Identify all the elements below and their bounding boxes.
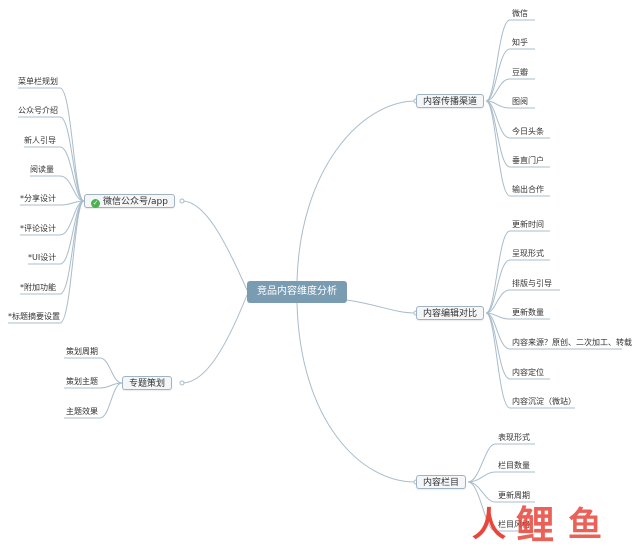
- leaf-edit-5: 内容来源？原创、二次加工、转载: [512, 338, 632, 347]
- connector-central-channel: [296, 100, 416, 282]
- branch-special-planning[interactable]: 专题策划: [122, 376, 173, 390]
- checkmark-icon: ✓: [91, 199, 100, 208]
- leaf-channel-7: 输出合作: [512, 185, 544, 194]
- leaf-column-2: 栏目数量: [498, 461, 530, 470]
- branch-content-channel[interactable]: 内容传播渠道: [416, 94, 485, 108]
- leaf-wechat-9: *标题摘要设置: [8, 312, 60, 321]
- leaf-channel-3: 豆瓣: [512, 68, 528, 77]
- connector-central-column: [296, 302, 416, 483]
- central-topic[interactable]: 竞品内容维度分析: [247, 281, 347, 303]
- leaf-edit-4: 更新数量: [512, 308, 544, 317]
- leaf-wechat-7: *UI设计: [28, 253, 57, 262]
- connectors-column: [467, 443, 535, 532]
- leaf-wechat-3: 新人引导: [24, 136, 56, 145]
- leaf-edit-3: 排版与引导: [512, 279, 552, 288]
- leaf-edit-7: 内容沉淀（微站）: [512, 397, 576, 406]
- leaf-channel-5: 今日头条: [512, 127, 544, 136]
- connector-central-special: [182, 294, 248, 384]
- watermark-char-2: 鲤: [516, 503, 555, 547]
- leaf-channel-4: 图阅: [512, 97, 528, 106]
- leaf-channel-1: 微信: [512, 9, 528, 18]
- branch-content-column[interactable]: 内容栏目: [416, 475, 467, 489]
- leaf-special-2: 策划主题: [66, 377, 98, 386]
- branch-wechat-label: 微信公众号/app: [103, 197, 168, 207]
- leaf-wechat-6: *评论设计: [20, 224, 56, 233]
- leaf-edit-2: 呈现形式: [512, 249, 544, 258]
- leaf-column-3: 更新周期: [498, 491, 530, 500]
- leaf-special-1: 策划周期: [66, 347, 98, 356]
- leaf-special-3: 主题效果: [66, 407, 98, 416]
- leaf-wechat-2: 公众号介绍: [18, 106, 58, 115]
- watermark-char-3: 鱼: [568, 505, 602, 545]
- connector-central-edit: [346, 299, 416, 314]
- leaf-wechat-4: 阅读量: [30, 165, 54, 174]
- leaf-column-1: 表现形式: [498, 433, 530, 442]
- leaf-edit-1: 更新时间: [512, 220, 544, 229]
- leaf-column-4: 栏目风格: [498, 520, 530, 529]
- connector-central-wechat: [182, 200, 248, 291]
- leaf-edit-6: 内容定位: [512, 368, 544, 377]
- leaf-wechat-1: 菜单栏规划: [18, 77, 58, 86]
- connectors-wechat: [8, 87, 85, 324]
- leaf-wechat-8: *附加功能: [20, 283, 56, 292]
- watermark-char-1: 人: [472, 505, 506, 545]
- connectors-edit: [485, 230, 622, 409]
- branch-wechat-app[interactable]: ✓微信公众号/app: [84, 194, 175, 208]
- connectors-special: [64, 357, 123, 419]
- leaf-channel-6: 垂直门户: [512, 156, 544, 165]
- connectors-channel: [485, 19, 550, 197]
- leaf-wechat-5: *分享设计: [20, 194, 56, 203]
- leaf-channel-2: 知乎: [512, 38, 528, 47]
- branch-content-edit[interactable]: 内容编辑对比: [416, 306, 485, 320]
